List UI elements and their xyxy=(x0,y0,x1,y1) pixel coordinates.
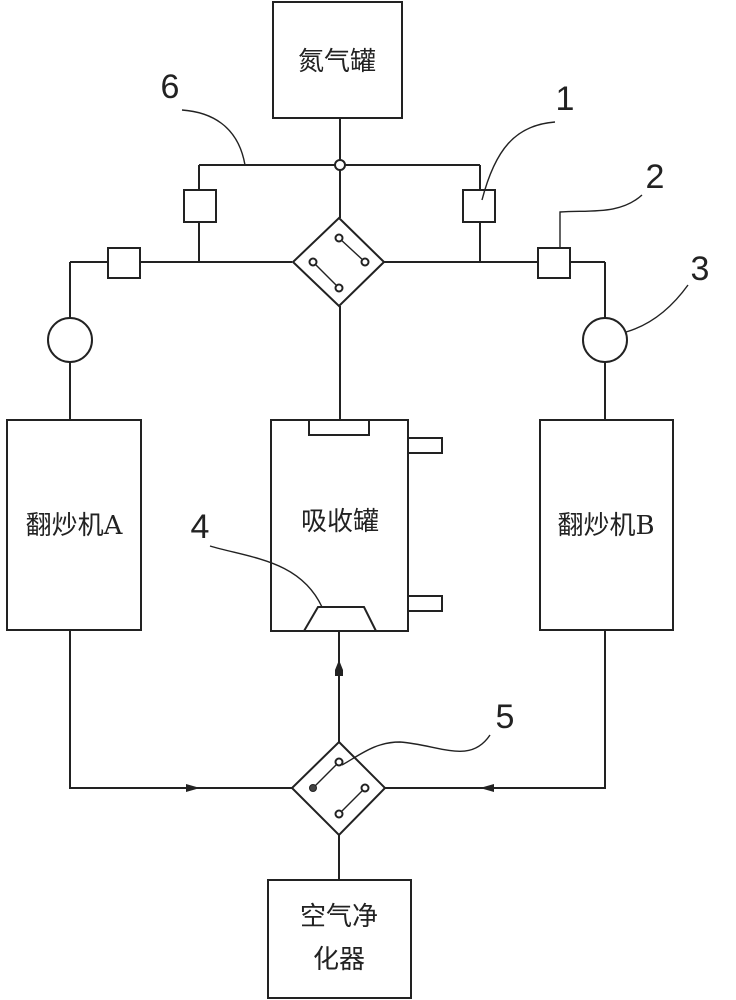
junction-node xyxy=(335,160,345,170)
roaster-b-label: 翻炒机B xyxy=(557,511,654,541)
flow-meter-3 xyxy=(583,318,627,362)
leader-3 xyxy=(626,285,688,332)
diffuser-4 xyxy=(304,607,376,631)
numeral-3: 3 xyxy=(691,250,710,288)
arrow-up-icon xyxy=(335,660,343,676)
roaster-a-label: 翻炒机A xyxy=(26,511,124,541)
four-way-valve-5 xyxy=(292,742,385,835)
numeral-1: 1 xyxy=(556,80,575,118)
valve-left-outer xyxy=(108,248,140,278)
numeral-2: 2 xyxy=(646,158,665,196)
air-purifier-box xyxy=(268,880,411,998)
four-way-valve-upper xyxy=(293,218,384,306)
valve-1 xyxy=(463,190,495,222)
numeral-6: 6 xyxy=(161,68,180,106)
absorption-tank-label: 吸收罐 xyxy=(301,507,379,537)
leader-6 xyxy=(182,110,245,165)
absorption-tank-port-top xyxy=(408,438,442,453)
arrow-right-icon xyxy=(186,784,200,792)
flow-meter-left xyxy=(48,318,92,362)
numeral-5: 5 xyxy=(496,698,515,736)
leader-1 xyxy=(482,122,555,200)
leader-2 xyxy=(560,195,642,248)
valve-left xyxy=(184,190,216,222)
arrow-left-icon xyxy=(480,784,494,792)
air-purifier-label-line1: 空气净 xyxy=(300,902,378,932)
nitrogen-tank-label: 氮气罐 xyxy=(298,47,376,77)
leader-5 xyxy=(342,735,490,765)
absorption-tank-inlet xyxy=(309,420,369,435)
pipe xyxy=(70,630,292,788)
valve-2 xyxy=(538,248,570,278)
air-purifier-label-line2: 化器 xyxy=(313,945,365,975)
absorption-tank-port-bottom xyxy=(408,596,442,611)
numeral-4: 4 xyxy=(191,508,210,546)
